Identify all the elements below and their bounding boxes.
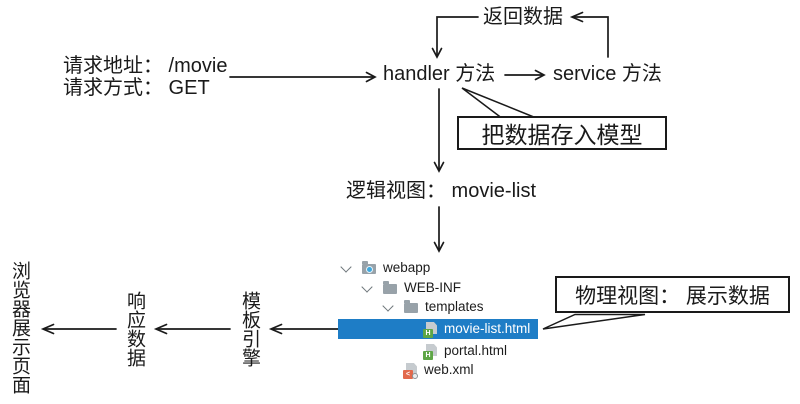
tree-row-portal-html[interactable]: H portal.html [338,341,538,361]
html-file-icon: H [423,322,439,338]
html-badge: H [423,351,433,360]
tree-row-webapp[interactable]: webapp [338,258,458,278]
callout-pointer-store-model [461,87,536,119]
xml-file-icon: < [403,363,419,379]
response-data-label: 响应数据 [124,291,145,367]
arrowhead-right-handler [365,71,377,83]
tree-row-web-inf[interactable]: WEB-INF [359,278,479,298]
template-engine-label: 模板引擎 [239,291,260,367]
tree-item-label[interactable]: webapp [383,260,431,275]
arrowhead-left-browser [40,323,55,335]
arrowhead-left-templateengine [268,323,283,335]
arrowhead-right-service [534,69,546,81]
tree-item-label[interactable]: web.xml [424,362,474,377]
tree-row-movie-list-html[interactable]: H movie-list.html [338,319,538,339]
arrowhead-down-handler [431,47,443,59]
tree-row-templates[interactable]: templates [380,297,500,317]
request-method-line: 请求方式： GET [63,77,210,99]
tree-row-web-xml[interactable]: < web.xml [338,360,538,380]
tree-item-label[interactable]: templates [425,299,484,314]
request-info: 请求地址： /movie 请求方式： GET [63,55,227,99]
tree-item-label[interactable]: portal.html [444,343,508,358]
callout-pointer-physical-view [542,313,646,330]
html-badge: H [423,329,433,338]
tree-item-label[interactable]: movie-list.html [444,321,531,336]
logical-view-label: 逻辑视图： movie-list [346,180,537,202]
chevron-down-icon[interactable] [340,261,352,273]
arrow-return-to-handler [436,16,479,56]
service-node: service 方法 [553,63,662,85]
arrowhead-left-return [569,11,584,23]
request-url-line: 请求地址： /movie [63,55,228,77]
browser-label: 浏览器展示页面 [9,261,30,394]
folder-icon [382,280,398,296]
arrowhead-left-response [153,323,168,335]
chevron-down-icon[interactable] [361,281,373,293]
chevron-down-icon[interactable] [382,300,394,312]
handler-node: handler 方法 [383,63,496,85]
return-data-label: 返回数据 [483,6,563,28]
xml-badge: < [403,370,413,379]
html-file-icon: H [423,344,439,360]
store-model-callout: 把数据存入模型 [457,116,667,150]
physical-view-callout: 物理视图： 展示数据 [555,276,790,313]
arrowhead-down-logicalview [433,161,445,173]
arrow-service-to-return [573,16,609,58]
tree-item-label[interactable]: WEB-INF [404,280,461,295]
web-folder-icon [361,260,377,276]
arrowhead-down-tree [433,241,445,253]
folder-icon [403,299,419,315]
